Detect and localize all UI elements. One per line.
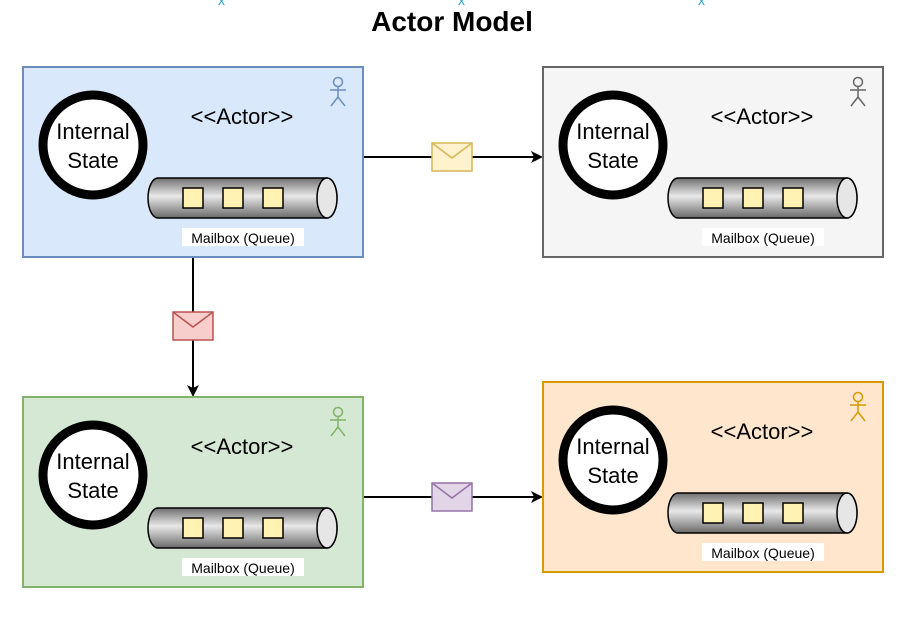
queue-item bbox=[702, 502, 724, 524]
diagram-title: Actor Model bbox=[371, 6, 533, 37]
message-connectors bbox=[172, 142, 543, 512]
person-icon bbox=[330, 76, 346, 107]
mailbox-queue bbox=[147, 177, 338, 219]
internal-state-label: State bbox=[587, 463, 638, 488]
actor-stereotype-label: <<Actor>> bbox=[711, 104, 814, 129]
mailbox-label: Mailbox (Queue) bbox=[191, 230, 295, 246]
internal-state-label: Internal bbox=[576, 434, 649, 459]
queue-item bbox=[742, 187, 764, 209]
message-actor-3-to-actor-4 bbox=[363, 482, 543, 512]
queue-item bbox=[742, 502, 764, 524]
queue-item bbox=[182, 187, 204, 209]
internal-state-label: State bbox=[67, 148, 118, 173]
queue-item bbox=[262, 517, 284, 539]
mailbox-label: Mailbox (Queue) bbox=[711, 230, 815, 246]
mailbox-label-bg bbox=[182, 558, 304, 576]
internal-state-circle bbox=[38, 90, 148, 200]
queue-item bbox=[182, 517, 204, 539]
actor-stereotype-label: <<Actor>> bbox=[711, 419, 814, 444]
actor-stereotype-label: <<Actor>> bbox=[191, 104, 294, 129]
internal-state-label: State bbox=[587, 148, 638, 173]
mailbox-label-bg bbox=[182, 228, 304, 246]
message-actor-1-to-actor-3 bbox=[172, 257, 214, 397]
queue-item bbox=[702, 187, 724, 209]
mailbox-queue bbox=[147, 507, 338, 549]
queue-item bbox=[782, 502, 804, 524]
envelope-icon bbox=[431, 482, 473, 512]
mailbox-label: Mailbox (Queue) bbox=[711, 545, 815, 561]
internal-state-label: Internal bbox=[56, 449, 129, 474]
internal-state-label: Internal bbox=[576, 119, 649, 144]
mailbox-label: Mailbox (Queue) bbox=[191, 560, 295, 576]
envelope-icon bbox=[172, 311, 214, 341]
mailbox-queue bbox=[667, 177, 858, 219]
internal-state-circle bbox=[38, 420, 148, 530]
internal-state-label: State bbox=[67, 478, 118, 503]
queue-item bbox=[262, 187, 284, 209]
person-icon bbox=[850, 76, 866, 107]
actor-stereotype-label: <<Actor>> bbox=[191, 434, 294, 459]
queue-item bbox=[222, 187, 244, 209]
message-actor-1-to-actor-2 bbox=[363, 142, 543, 172]
internal-state-circle bbox=[558, 90, 668, 200]
person-icon bbox=[330, 406, 346, 437]
mailbox-label-bg bbox=[702, 543, 824, 561]
person-icon bbox=[850, 391, 866, 422]
queue-item bbox=[222, 517, 244, 539]
internal-state-circle bbox=[558, 405, 668, 515]
mailbox-label-bg bbox=[702, 228, 824, 246]
mailbox-queue bbox=[667, 492, 858, 534]
envelope-icon bbox=[431, 142, 473, 172]
queue-item bbox=[782, 187, 804, 209]
internal-state-label: Internal bbox=[56, 119, 129, 144]
